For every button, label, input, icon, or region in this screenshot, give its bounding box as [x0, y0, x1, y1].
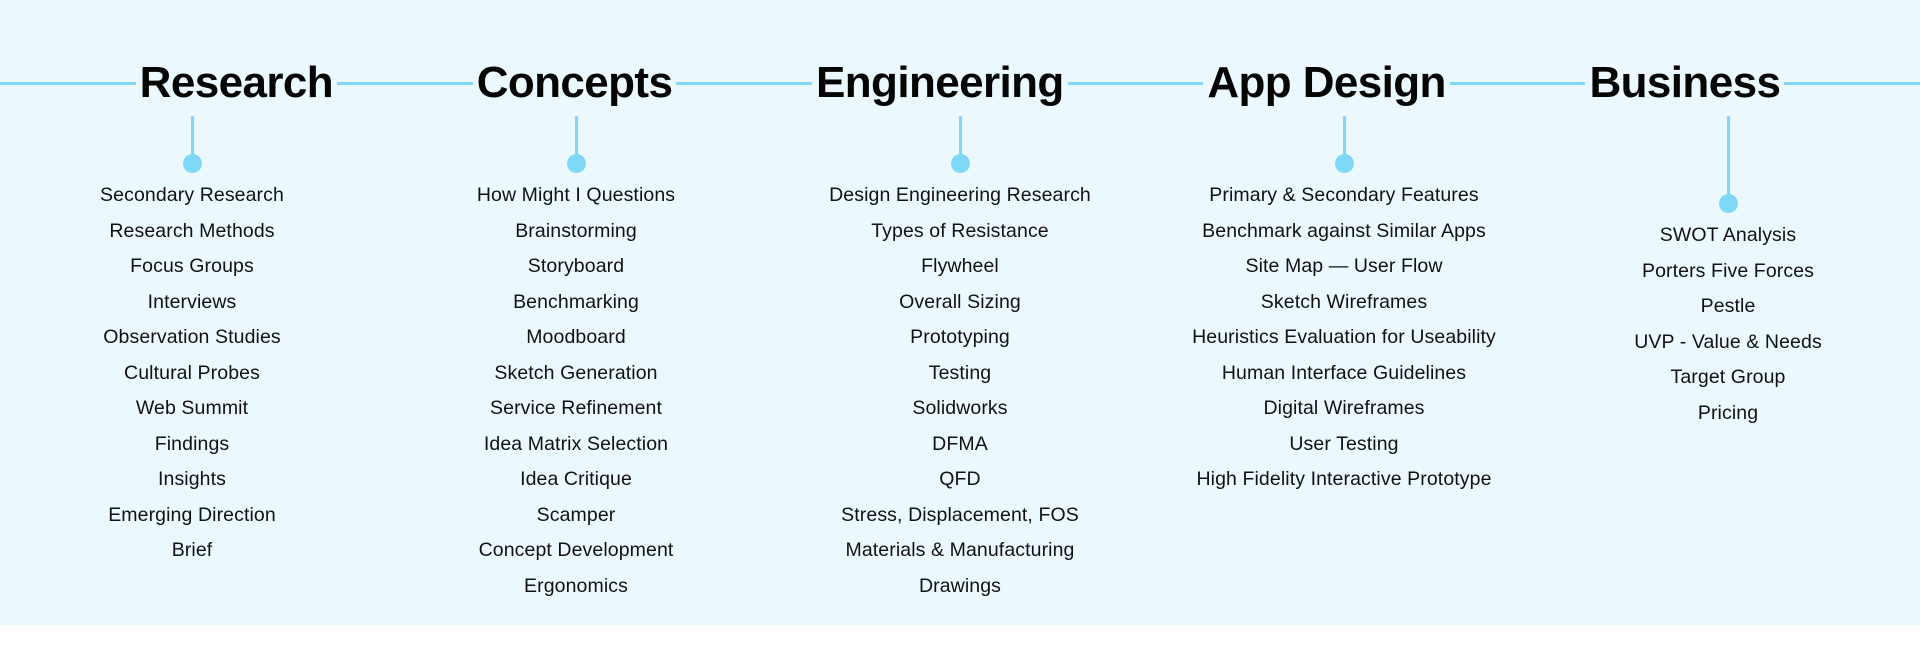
list-item: Brief: [171, 539, 213, 561]
list-item: Pricing: [1697, 401, 1759, 424]
connector-rule: [1784, 81, 1920, 85]
list-item: Human Interface Guidelines: [1221, 361, 1467, 384]
item-list-business: SWOT Analysis Porters Five Forces Pestle…: [1536, 218, 1920, 431]
item-list-concepts: How Might I Questions Brainstorming Stor…: [384, 178, 768, 604]
list-item: High Fidelity Interactive Prototype: [1196, 468, 1492, 490]
column-concepts: How Might I Questions Brainstorming Stor…: [384, 116, 768, 604]
column-title-engineering: Engineering: [816, 58, 1064, 107]
list-item: Types of Resistance: [871, 219, 1049, 242]
list-item: Observation Studies: [103, 326, 281, 348]
list-item: Cultural Probes: [124, 361, 260, 384]
connector-rule: [1067, 81, 1204, 85]
list-item: User Testing: [1289, 432, 1399, 455]
column-title-concepts: Concepts: [476, 58, 673, 107]
list-item: Insights: [157, 468, 226, 490]
list-item: Findings: [154, 432, 230, 455]
connector-rule: [337, 81, 473, 85]
item-list-app-design: Primary & Secondary Features Benchmark a…: [1152, 178, 1536, 498]
list-item: Ergonomics: [524, 574, 628, 597]
list-item: Benchmarking: [513, 290, 639, 313]
item-list-engineering: Design Engineering Research Types of Res…: [768, 178, 1152, 604]
list-item: Digital Wireframes: [1263, 397, 1425, 419]
list-item: Primary & Secondary Features: [1209, 184, 1479, 206]
list-item: Research Methods: [109, 219, 275, 242]
list-item: Concept Development: [478, 539, 674, 561]
column-app-design: Primary & Secondary Features Benchmark a…: [1152, 116, 1536, 498]
column-title-business: Business: [1589, 58, 1781, 107]
list-item: UVP - Value & Needs: [1634, 330, 1822, 353]
list-item: Prototyping: [910, 326, 1010, 348]
node-dot-icon: [566, 154, 586, 173]
list-item: Materials & Manufacturing: [845, 539, 1075, 561]
columns-container: Secondary Research Research Methods Focu…: [0, 116, 1920, 616]
list-item: Web Summit: [135, 397, 249, 419]
node-dot-icon: [950, 154, 970, 173]
column-research: Secondary Research Research Methods Focu…: [0, 116, 384, 569]
list-item: Overall Sizing: [899, 290, 1021, 313]
list-item: Sketch Wireframes: [1260, 290, 1428, 313]
list-item: Drawings: [918, 574, 1002, 597]
list-item: DFMA: [932, 432, 988, 455]
stem-line: [1726, 116, 1730, 196]
node-dot-icon: [1334, 154, 1354, 173]
column-engineering: Design Engineering Research Types of Res…: [768, 116, 1152, 604]
list-item: Idea Critique: [520, 468, 632, 490]
list-item: Sketch Generation: [494, 361, 658, 384]
list-item: Storyboard: [527, 255, 625, 277]
list-item: Solidworks: [912, 397, 1008, 419]
list-item: Stress, Displacement, FOS: [841, 503, 1079, 526]
list-item: Design Engineering Research: [829, 184, 1091, 206]
list-item: SWOT Analysis: [1659, 224, 1797, 246]
list-item: Site Map — User Flow: [1245, 255, 1443, 277]
stem-line: [1342, 116, 1346, 156]
bottom-white-strip: [0, 625, 1920, 659]
list-item: Secondary Research: [100, 184, 284, 206]
connector-rule: [0, 81, 136, 85]
list-item: Target Group: [1670, 366, 1786, 388]
list-item: Heuristics Evaluation for Useability: [1192, 326, 1496, 348]
stem-line: [190, 116, 194, 156]
column-title-app-design: App Design: [1207, 58, 1446, 107]
connector-rule: [676, 81, 813, 85]
item-list-research: Secondary Research Research Methods Focu…: [0, 178, 384, 569]
list-item: Benchmark against Similar Apps: [1202, 219, 1486, 242]
list-item: Brainstorming: [515, 219, 637, 242]
node-dot-icon: [1718, 194, 1738, 213]
list-item: Porters Five Forces: [1641, 259, 1815, 282]
stem-line: [574, 116, 578, 156]
node-dot-icon: [182, 154, 202, 173]
list-item: Interviews: [147, 290, 237, 313]
stem-line: [958, 116, 962, 156]
list-item: Flywheel: [921, 255, 999, 277]
list-item: Emerging Direction: [108, 503, 276, 526]
list-item: Pestle: [1700, 295, 1756, 317]
list-item: Moodboard: [526, 326, 626, 348]
column-business: SWOT Analysis Porters Five Forces Pestle…: [1536, 116, 1920, 431]
list-item: Scamper: [536, 503, 616, 526]
column-header-band: Research Concepts Engineering App Design…: [0, 50, 1920, 116]
list-item: QFD: [939, 468, 981, 490]
list-item: How Might I Questions: [476, 184, 676, 206]
list-item: Testing: [928, 361, 992, 384]
connector-rule: [1449, 81, 1586, 85]
list-item: Focus Groups: [130, 255, 254, 277]
list-item: Service Refinement: [490, 397, 662, 419]
roadmap-board: Research Concepts Engineering App Design…: [0, 0, 1920, 625]
column-title-research: Research: [139, 58, 334, 107]
list-item: Idea Matrix Selection: [483, 432, 669, 455]
